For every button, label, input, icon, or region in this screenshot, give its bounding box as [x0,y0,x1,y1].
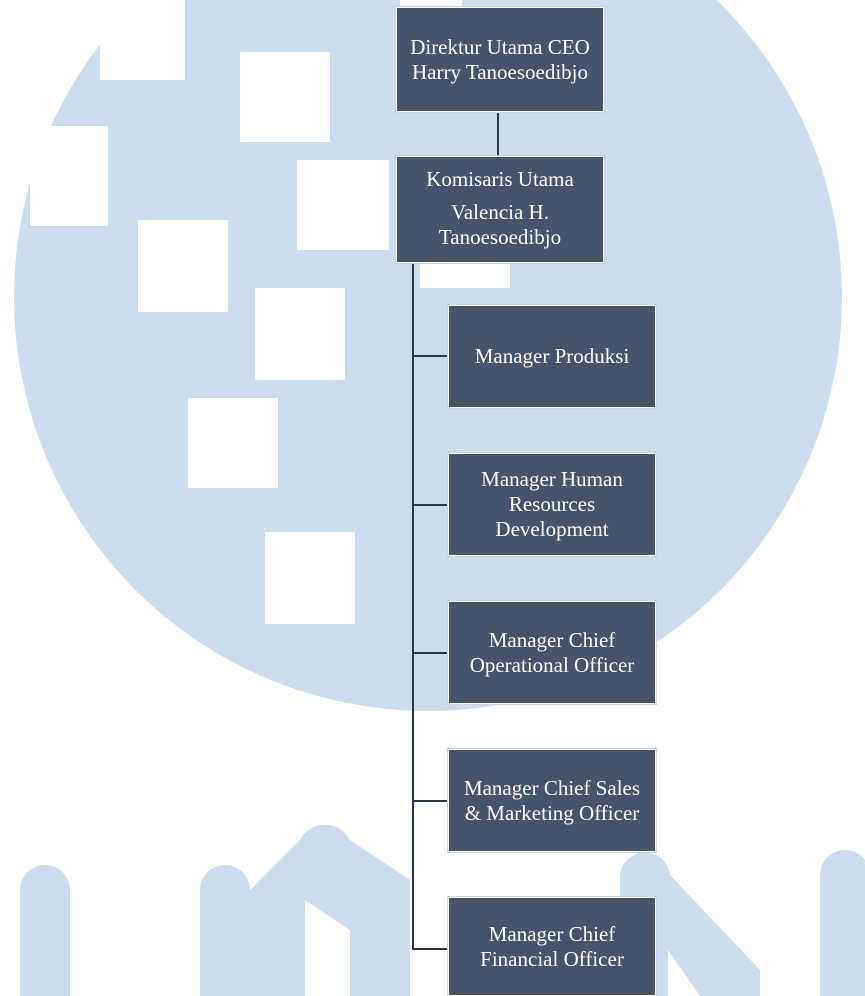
watermark-square [400,0,462,8]
watermark-square [188,398,278,488]
manager-line: & Marketing Officer [464,800,640,825]
commissioner-line: Tanoesoedibjo [438,225,562,249]
watermark-square [30,126,108,226]
manager-box: Manager Chief Sales & Marketing Officer [447,748,657,853]
manager-box: Manager Chief Operational Officer [447,600,657,705]
watermark-square [138,220,228,312]
watermark-square [255,288,345,380]
connector-branch [412,355,448,357]
watermark-square [297,160,389,250]
connector-branch [412,800,448,802]
manager-box: Manager Chief Financial Officer [447,896,657,996]
watermark-letter-right [820,849,865,996]
commissioner-line: Valencia H. [451,200,549,224]
ceo-line: Direktur Utama CEO [410,34,590,59]
manager-line: Resources [508,492,596,516]
manager-line: Development [495,517,609,541]
watermark-square [100,0,185,80]
manager-line: Manager Human [481,467,623,491]
connector-branch [412,948,448,950]
connector-trunk [412,262,414,950]
manager-box: Manager Produksi [447,304,657,409]
ceo-line: Harry Tanoesoedibjo [411,59,588,84]
manager-line: Operational Officer [469,652,635,677]
manager-line: Manager Chief [488,627,616,652]
ceo-box: Direktur Utama CEO Harry Tanoesoedibjo [395,6,605,113]
manager-line: Manager Chief Sales [463,775,641,800]
watermark-square [265,532,355,624]
manager-box: Manager Human Resources Development [447,452,657,557]
manager-line: Financial Officer [480,946,624,971]
connector-ceo-commissioner [497,112,499,156]
commissioner-box: Komisaris Utama Valencia H. Tanoesoedibj… [395,155,605,264]
watermark-square [240,52,330,142]
watermark-letter-u [20,865,70,996]
connector-branch [412,504,448,506]
connector-branch [412,652,448,654]
manager-line: Manager Produksi [474,344,630,368]
commissioner-line: Komisaris Utama [426,167,574,191]
watermark-letter-m [200,824,410,996]
manager-line: Manager Chief [488,921,616,946]
